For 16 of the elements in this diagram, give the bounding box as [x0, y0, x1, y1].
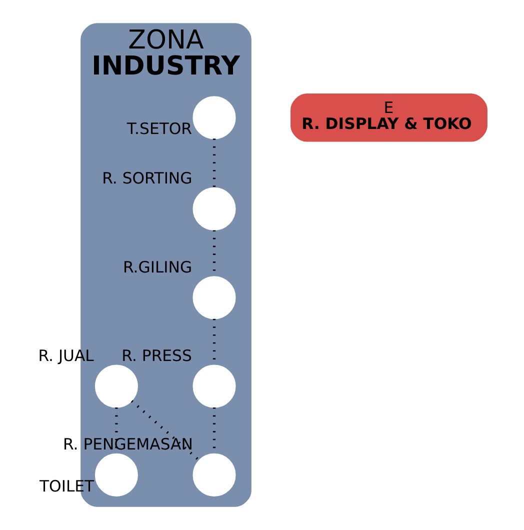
node-box: E R. DISPLAY & TOKO: [290, 94, 487, 142]
node-circle: [192, 276, 236, 320]
node-circle: [94, 453, 138, 496]
node-circle: [192, 364, 236, 408]
node-circle: [192, 96, 236, 140]
node-label: R.GILING: [122, 257, 192, 276]
node-label: R. JUAL: [38, 346, 94, 365]
connector: [130, 400, 200, 461]
node-label: TOILET: [39, 476, 94, 496]
node-circle: [192, 187, 236, 230]
node-label: T.SETOR: [126, 119, 192, 138]
node-label: R. PRESS: [121, 346, 192, 365]
node-circle: [94, 364, 138, 408]
node-label: R. PENGEMASAN: [62, 434, 192, 454]
node-circle: [192, 453, 236, 496]
node-label: R. SORTING: [102, 168, 192, 188]
